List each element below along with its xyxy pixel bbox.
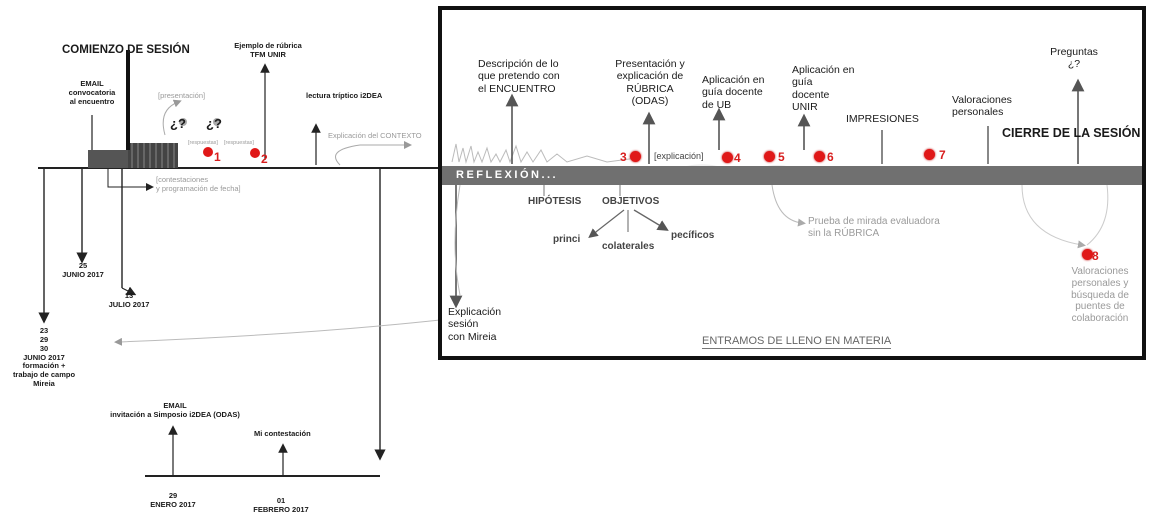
encounter-description: Descripción de lo que pretendo con el EN… (478, 58, 560, 95)
return-curve (114, 319, 441, 346)
main-objectives-label: princi (553, 234, 581, 245)
date-13-july: 13 JULIO 2017 (108, 291, 150, 309)
my-reply-note: Mi contestación (254, 429, 311, 438)
personal-assessment: Valoraciones personales (952, 94, 1012, 119)
step-number-4: 4 (734, 151, 741, 165)
prueba-arrow (771, 184, 806, 227)
hatching (131, 143, 175, 168)
reflection-band: REFLEXIÓN... (442, 166, 1142, 185)
session-panel: REFLEXIÓN... Descripción de lo que prete… (438, 6, 1146, 360)
red-dot-7 (924, 149, 935, 160)
date-01-february: 01 FEBRERO 2017 (253, 496, 309, 514)
red-dot-4 (722, 152, 733, 163)
answers-tag-1: [respuestas] (188, 140, 218, 146)
explanation-tag: [explicación] (654, 151, 704, 161)
questions-label: Preguntas ¿? (1050, 46, 1098, 71)
impressions-label: IMPRESIONES (846, 113, 919, 125)
subject-matter-caption: ENTRAMOS DE LLENO EN MATERIA (702, 335, 892, 349)
step-number-1: 1 (214, 150, 221, 164)
date-13-tip (121, 286, 137, 296)
contestaciones-arrow (107, 168, 154, 191)
symposium-email-note: EMAIL invitación a Simposio i2DEA (ODAS) (110, 401, 240, 419)
red-dot-2 (250, 148, 260, 158)
red-dot-5 (764, 151, 775, 162)
presentacion-arrow (162, 99, 182, 136)
collateral-objectives-label: colaterales (602, 241, 655, 252)
session-start-title: COMIENZO DE SESIÓN (62, 44, 190, 56)
step-number-6: 6 (827, 150, 834, 164)
cierre-curve (1086, 184, 1109, 246)
ub-application: Aplicación en guía docente de UB (702, 74, 765, 111)
red-dot-6 (814, 151, 825, 162)
red-dot-8 (1082, 249, 1093, 260)
step-number-3: 3 (620, 150, 627, 164)
hatched-block-2 (128, 143, 178, 168)
question-mark-2: ¿? (206, 116, 222, 131)
objectives-label: OBJETIVOS (602, 196, 660, 207)
reflection-scribble (451, 143, 638, 164)
replies-note: [contestaciones y programación de fecha] (156, 175, 241, 193)
especificos-arrow (633, 209, 669, 231)
date-23-june: 23 29 30 JUNIO 2017 formación + trabajo … (12, 326, 76, 389)
step-number-2: 2 (261, 152, 268, 166)
red-dot-1 (203, 147, 213, 157)
unir-application: Aplicación en guía docente UNIR (792, 64, 855, 114)
rubric-example-note: Ejemplo de rúbrica TFM UNIR (234, 41, 302, 59)
context-explanation-note: Explicación del CONTEXTO (328, 131, 422, 140)
specific-objectives-label: pecíficos (671, 230, 715, 241)
step-number-8: 8 (1092, 249, 1099, 263)
contexto-arrow (335, 141, 412, 166)
principales-arrow (588, 209, 625, 238)
rubric-presentation: Presentación y explicación de RÚBRICA (O… (615, 58, 685, 108)
answers-tag-2: [respuestas] (224, 140, 254, 146)
presentation-tag: [presentación] (158, 91, 206, 100)
date-25-june: 25 JUNIO 2017 (62, 261, 104, 279)
triptico-reading-note: lectura tríptico i2DEA (306, 91, 383, 100)
reflection-label: REFLEXIÓN... (456, 169, 559, 181)
date-29-january: 29 ENERO 2017 (150, 491, 196, 509)
step-number-5: 5 (778, 150, 785, 164)
step-number-7: 7 (939, 148, 946, 162)
mireia-scribble (454, 184, 461, 296)
question-mark-1: ¿? (170, 116, 186, 131)
red-dot-3 (630, 151, 641, 162)
hatched-block-1 (88, 150, 128, 168)
email-note: EMAIL convocatoria al encuentro (68, 79, 116, 106)
evaluative-gaze-note: Prueba de mirada evaluadora sin la RÚBRI… (808, 216, 940, 239)
session-close-title: CIERRE DE LA SESIÓN (1002, 126, 1141, 140)
hypothesis-label: HIPÓTESIS (528, 196, 582, 207)
mireia-session-note: Explicación sesión con Mireia (448, 306, 502, 343)
speech-blob-2 (213, 118, 221, 126)
valoraciones-arrow (1021, 184, 1086, 249)
collaboration-note: Valoraciones personales y búsqueda de pu… (1071, 266, 1129, 325)
speech-blob-1 (179, 118, 187, 126)
